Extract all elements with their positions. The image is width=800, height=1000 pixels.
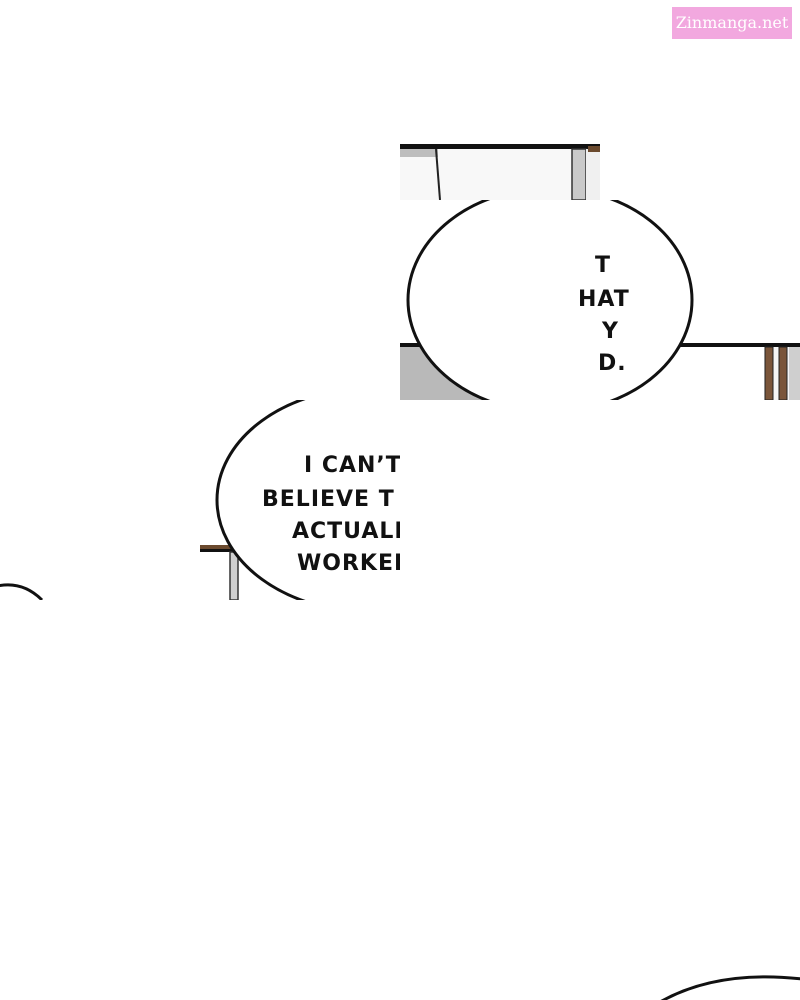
bubble-left-line-2: BELIEVE T [262, 487, 395, 512]
bubble-right-fragment-1: T [595, 253, 612, 278]
watermark-badge: Zinmanga.net [672, 7, 792, 39]
room-interior-art [400, 144, 600, 200]
bubble-edge-bottom-shape [660, 975, 800, 1000]
bubble-left-line-1: I CAN’T [304, 453, 400, 478]
bubble-right-fragment-2: HAT [578, 287, 630, 312]
room-tile-top [400, 144, 600, 200]
speech-bubble-right: T HAT Y D. [400, 200, 800, 400]
bubble-right-fragment-4: D. [598, 351, 627, 376]
bubble-edge-left-shape [0, 583, 44, 600]
speech-bubble-right-shape [406, 200, 694, 400]
bubble-left-line-3: ACTUALL [292, 519, 400, 544]
speech-bubble-left: I CAN’T BELIEVE T ACTUALL WORKED [200, 400, 400, 600]
speech-bubble-left-shape [215, 400, 400, 600]
bubble-edge-left [0, 570, 60, 600]
bubble-edge-bottom [640, 960, 800, 1000]
bubble-right-fragment-3: Y [602, 319, 619, 344]
bubble-left-line-4: WORKED [297, 551, 400, 576]
